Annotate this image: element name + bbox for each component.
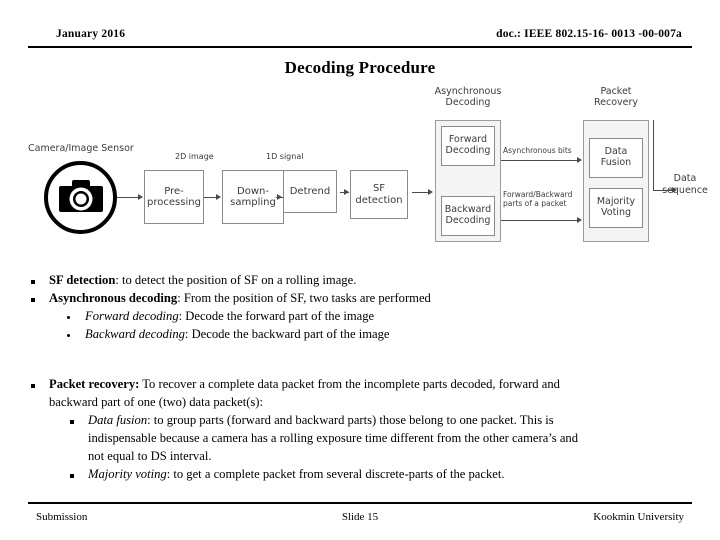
header-date: January 2016 [56,28,126,40]
edge-async-to-majority-voting [501,220,580,221]
edge-label-data-sequence: Data sequence [651,173,719,197]
box-backward-decoding: Backward Decoding [441,196,495,236]
bullet-packet-recovery-text: To recover a complete data packet from t… [139,377,560,391]
bullet-backward-decoding-term: Backward decoding [85,327,185,341]
header-doc-number: doc.: IEEE 802.15-16- 0013 -00-007a [496,28,682,40]
bullet-data-fusion-term: Data fusion [88,413,148,427]
bullet-forward-decoding: Forward decoding: Decode the forward par… [85,308,685,326]
bullet-data-fusion-line3: not equal to DS interval. [88,449,212,463]
bullet-marker-square [70,474,74,478]
box-downsampling-line2: sampling [230,197,276,208]
bullet-data-fusion-line2: indispensable because a camera has a rol… [88,431,579,445]
header-divider [28,46,692,48]
camera-icon [58,178,104,221]
bullet-packet-recovery-term: Packet recovery: [49,377,140,391]
bullet-packet-recovery-line2: backward part of one (two) data packet(s… [49,395,263,409]
box-data-fusion: Data Fusion [589,138,643,178]
bullet-marker-square [70,420,74,424]
edge-camera-to-preprocessing [117,197,139,198]
footer-slide-number: Slide 15 [341,511,379,523]
group-label-async-line1: Asynchronous [434,86,502,97]
camera-sensor-label: Camera/Image Sensor [28,143,134,154]
arrowhead-preprocessing [138,194,143,200]
bullet-majority-voting-text: : to get a complete packet from several … [166,467,505,481]
page-title: Decoding Procedure [284,58,436,77]
footer-submission: Submission [36,511,88,523]
arrowhead-majority-voting [577,217,582,223]
edge-label-data-sequence-line2: sequence [662,184,708,196]
bullet-async-decoding-text: : From the position of SF, two tasks are… [177,291,431,305]
edge-label-fb-parts-line1: Forward/Backward [503,190,573,199]
edge-label-2d-image: 2D image [175,152,214,161]
bullet-marker-dot [67,334,70,337]
box-preprocessing-line2: processing [147,197,201,208]
group-label-async-decoding: Asynchronous Decoding [432,86,504,109]
box-majority-voting: Majority Voting [589,188,643,228]
bullet-forward-decoding-text: : Decode the forward part of the image [178,309,375,323]
box-data-fusion-line1: Data [604,146,628,158]
box-majority-voting-line2: Voting [601,207,631,218]
bullet-sf-detection-term: SF detection [49,273,116,287]
arrowhead-detrend [277,194,282,200]
edge-packet-recovery-bus [653,120,654,190]
bullet-packet-recovery: Packet recovery: To recover a complete d… [49,376,699,394]
arrowhead-sf-detection [344,189,349,195]
bullet-sf-detection: SF detection: to detect the position of … [49,272,689,290]
bullet-majority-voting: Majority voting: to get a complete packe… [88,466,698,484]
edge-label-fb-parts-line2: parts of a packet [503,199,567,208]
box-majority-voting-line1: Majority [596,196,636,208]
edge-preprocessing-to-downsampling [204,197,217,198]
box-sf-detection-line2: detection [355,194,403,206]
bullet-marker-dot [67,316,70,319]
arrowhead-data-fusion [577,157,582,163]
bullet-async-decoding-term: Asynchronous decoding [49,291,178,305]
edge-label-data-sequence-line1: Data [673,173,697,184]
box-downsampling-line1: Down- [237,185,269,197]
footer-organization: Kookmin University [593,511,684,523]
box-forward-decoding: Forward Decoding [441,126,495,166]
edge-label-fb-parts: Forward/Backward parts of a packet [503,190,572,208]
box-sf-detection: SF detection [350,170,408,219]
box-forward-decoding-line1: Forward [448,134,488,146]
box-preprocessing-line1: Pre- [164,185,184,197]
bullet-forward-decoding-term: Forward decoding [85,309,179,323]
group-label-packet-line2: Recovery [593,96,639,108]
bullet-sf-detection-text: : to detect the position of SF on a roll… [115,273,357,287]
box-sf-detection-line1: SF [372,183,386,194]
group-label-packet-recovery: Packet Recovery [583,86,649,109]
decoding-procedure-diagram: Camera/Image Sensor Pre- processing 2D i… [0,84,720,252]
arrowhead-async-decoding [428,189,433,195]
bullet-data-fusion-text: : to group parts (forward and backward p… [147,413,554,427]
slide-header: January 2016 doc.: IEEE 802.15-16- 0013 … [28,28,692,50]
box-backward-decoding-line2: Decoding [445,215,491,226]
bullet-backward-decoding: Backward decoding: Decode the backward p… [85,326,685,344]
edge-sf-to-async [412,192,430,193]
box-preprocessing: Pre- processing [144,170,204,224]
bullet-majority-voting-term: Majority voting [88,467,167,481]
edge-to-data-sequence [653,190,675,191]
edge-label-1d-signal: 1D signal [266,152,304,161]
bullet-marker-square [31,384,35,388]
bullet-marker-square [31,298,35,302]
edge-label-async-bits: Asynchronous bits [503,146,572,155]
box-forward-decoding-line2: Decoding [445,145,491,156]
arrowhead-downsampling [216,194,221,200]
box-downsampling: Down- sampling [222,170,284,224]
box-detrend: Detrend [283,170,337,213]
footer-divider [28,502,692,504]
edge-async-to-data-fusion [501,160,580,161]
arrowhead-data-sequence [672,187,677,193]
bullet-data-fusion: Data fusion: to group parts (forward and… [88,412,698,430]
bullet-async-decoding: Asynchronous decoding: From the position… [49,290,689,308]
bullet-marker-square [31,280,35,284]
camera-ring [44,161,117,234]
group-label-packet-line1: Packet [600,86,632,97]
box-backward-decoding-line1: Backward [444,204,492,216]
group-label-async-line2: Decoding [445,96,491,108]
bullet-backward-decoding-text: : Decode the backward part of the image [184,327,390,341]
box-data-fusion-line2: Fusion [600,157,632,168]
